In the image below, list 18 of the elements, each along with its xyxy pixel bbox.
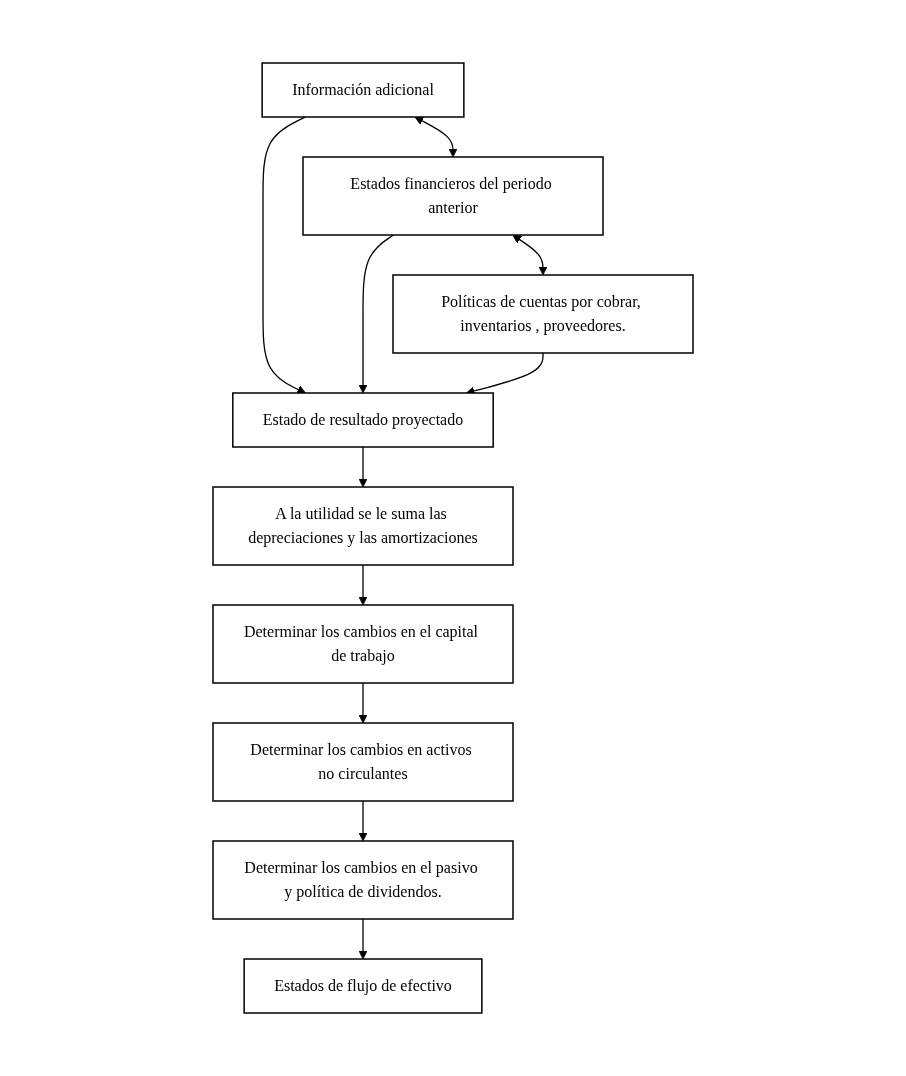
arrow (262, 116, 307, 394)
arrow (358, 682, 368, 724)
arrow (358, 234, 395, 394)
node-box: A la utilidad se le suma las depreciaciones y las amortizaciones (212, 486, 514, 566)
arrow (358, 564, 368, 606)
arrow (358, 918, 368, 960)
node-box: Determinar los cambios en activos no circulantes (212, 722, 514, 802)
node-box: Estado de resultado proyectado (232, 392, 494, 448)
arrow (358, 800, 368, 842)
arrow (414, 116, 458, 158)
arrow (358, 446, 368, 488)
node-box: Políticas de cuentas por cobrar, inventarios , proveedores. (392, 274, 694, 354)
node-box: Información adicional (261, 62, 465, 118)
node-box: Estados financieros del periodo anterior (302, 156, 604, 236)
arrow (512, 234, 548, 276)
node-box: Determinar los cambios en el pasivo y política de dividendos. (212, 840, 514, 920)
node-box: Determinar los cambios en el capital de trabajo (212, 604, 514, 684)
node-box: Estados de flujo de efectivo (243, 958, 483, 1014)
